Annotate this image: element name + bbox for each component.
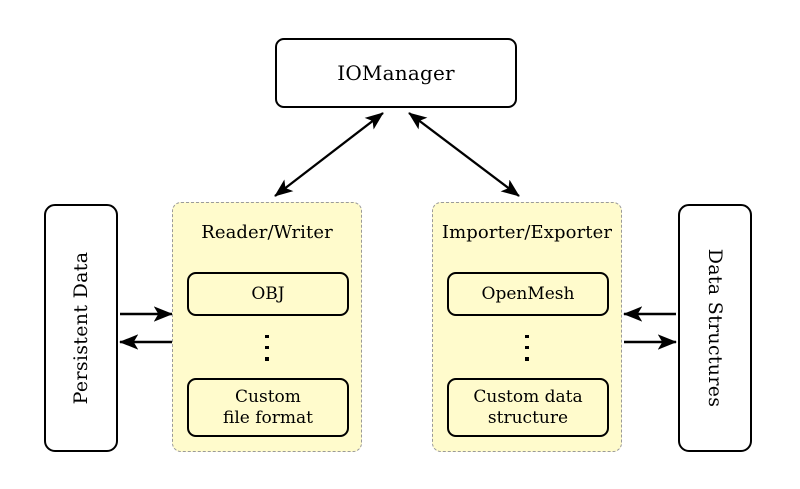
node-data-structures[interactable]: Data Structures (678, 204, 752, 452)
group-reader-writer[interactable]: Reader/Writer OBJ Custom file format (172, 202, 362, 452)
node-custom-file-format-label-line1: Custom (235, 387, 301, 408)
node-custom-data-structure[interactable]: Custom data structure (447, 378, 609, 437)
group-importer-exporter[interactable]: Importer/Exporter OpenMesh Custom data s… (432, 202, 622, 452)
node-custom-file-format-label-line2: file format (223, 407, 313, 428)
node-persistent-data[interactable]: Persistent Data (44, 204, 118, 452)
importer-exporter-ellipsis-icon (433, 335, 621, 361)
node-io-manager[interactable]: IOManager (275, 38, 517, 108)
node-custom-file-format[interactable]: Custom file format (187, 378, 349, 437)
ellipsis-dot (525, 346, 529, 350)
ellipsis-dot (265, 357, 269, 361)
data-structures-label: Data Structures (704, 248, 726, 408)
ellipsis-dot (525, 357, 529, 361)
ellipsis-dot (265, 335, 269, 339)
node-custom-data-structure-label-line2: structure (487, 407, 569, 428)
ellipsis-dot (265, 346, 269, 350)
reader-writer-ellipsis-icon (173, 335, 361, 361)
group-reader-writer-title: Reader/Writer (201, 222, 333, 243)
node-openmesh[interactable]: OpenMesh (447, 272, 609, 316)
persistent-data-label: Persistent Data (70, 251, 92, 405)
edge-manager-importerexporter (408, 112, 520, 197)
edge-manager-readerwriter (274, 112, 384, 197)
node-obj[interactable]: OBJ (187, 272, 349, 316)
io-manager-label: IOManager (337, 60, 455, 85)
ellipsis-dot (525, 335, 529, 339)
group-importer-exporter-title: Importer/Exporter (441, 222, 613, 243)
node-custom-data-structure-label-line1: Custom data (473, 387, 583, 408)
node-openmesh-label: OpenMesh (481, 283, 575, 304)
node-obj-label: OBJ (251, 283, 285, 304)
